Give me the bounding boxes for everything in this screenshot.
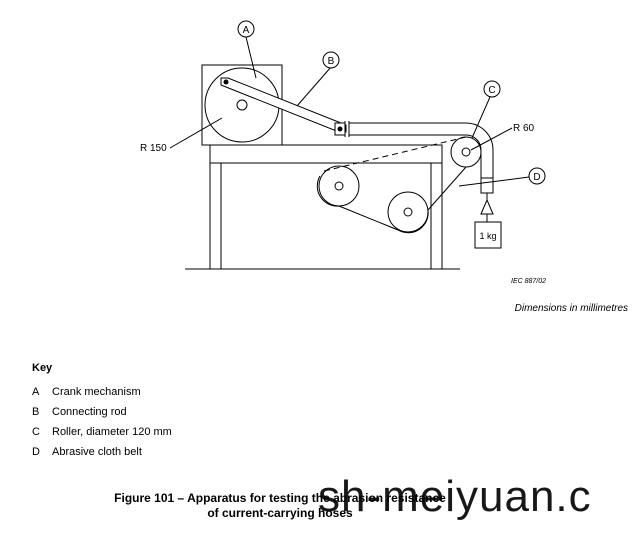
belt-return	[427, 166, 467, 211]
tension-roller-1-hub	[334, 181, 344, 191]
dimension-r60: R 60	[513, 123, 535, 134]
key-letter: C	[32, 426, 40, 438]
leader-d	[458, 176, 530, 187]
leader-b	[296, 66, 332, 107]
connecting-rod	[220, 77, 347, 133]
key-letter: D	[32, 446, 40, 458]
key-letter: B	[32, 406, 40, 418]
callout-c-label: C	[488, 85, 495, 96]
rod-pin	[223, 79, 229, 85]
caption-line-2: of current-carrying hoses	[207, 506, 353, 520]
crank-hub	[236, 99, 248, 111]
roller-c-hub	[461, 147, 471, 157]
leader-c	[471, 96, 491, 139]
iec-reference: IEC 887/02	[511, 278, 547, 285]
dimension-r150: R 150	[140, 143, 167, 154]
key-title: Key	[32, 362, 53, 374]
belt-upper-dashed	[319, 136, 467, 173]
key-item: C Roller, diameter 120 mm	[32, 422, 172, 442]
apparatus-diagram: A B C D R 150 R 60 1 kg	[140, 20, 546, 270]
callout-b-label: B	[328, 56, 335, 67]
table-leg-left	[209, 162, 222, 270]
leader-r60	[470, 127, 513, 151]
callout-a-circle	[237, 20, 255, 38]
leader-a	[245, 36, 257, 79]
key-letter: A	[32, 386, 40, 398]
dimensions-note: Dimensions in millimetres	[514, 303, 628, 314]
tension-roller-2-hub	[403, 207, 413, 217]
belt-right-wrap	[397, 209, 429, 234]
table-leg-right	[430, 162, 443, 270]
key-item: D Abrasive cloth belt	[32, 442, 172, 462]
key-item: B Connecting rod	[32, 402, 172, 422]
leader-r150	[169, 117, 223, 149]
weight-hook	[480, 198, 494, 215]
callout-b-circle	[322, 51, 340, 69]
callout-d-circle	[528, 167, 546, 185]
caption-line-1: Figure 101 – Apparatus for testing the a…	[114, 491, 446, 505]
key-text: Abrasive cloth belt	[52, 446, 142, 458]
key-text: Connecting rod	[52, 406, 127, 418]
callout-a-label: A	[243, 25, 250, 36]
roller-c	[450, 136, 482, 168]
key-legend: Key A Crank mechanism B Connecting rod C Ro…	[32, 362, 172, 462]
belt-lower	[338, 205, 399, 231]
hose-end	[480, 177, 494, 194]
hose-bend-outer	[465, 122, 494, 193]
weight-1kg	[474, 221, 502, 249]
key-text: Crank mechanism	[52, 386, 141, 398]
callout-d-label: D	[533, 172, 540, 183]
tension-roller-1	[318, 165, 360, 207]
table-top	[209, 144, 443, 164]
figure-caption: Figure 101 – Apparatus for testing the a…	[0, 491, 560, 521]
key-text: Roller, diameter 120 mm	[52, 426, 172, 438]
crank-disc	[204, 67, 280, 143]
key-item: A Crank mechanism	[32, 382, 172, 402]
weight-label: 1 kg	[479, 231, 496, 241]
tension-roller-2	[387, 191, 429, 233]
watermark: sh-meiyuan.c	[318, 472, 592, 521]
belt-left-wrap	[316, 175, 340, 207]
callout-c-circle	[483, 80, 501, 98]
